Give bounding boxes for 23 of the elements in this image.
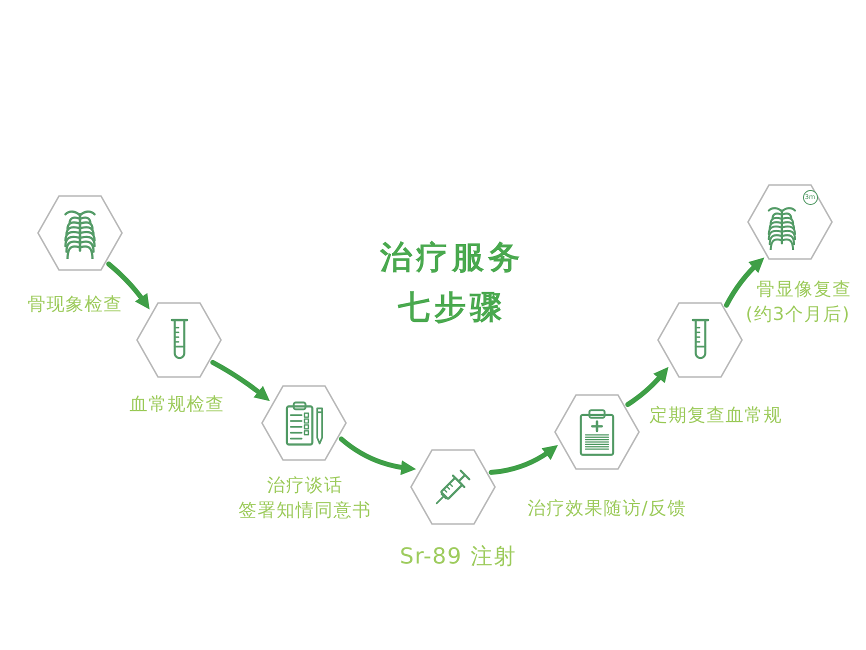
curved-arrow [210,360,270,402]
step-caption: 治疗效果随访/反馈 [527,498,687,520]
step-caption: Sr-89 注射 [400,543,516,571]
step-caption: 血常规检查 [130,394,224,416]
curved-arrow [106,262,150,310]
hexagon-step [410,449,496,525]
step-caption: 签署知情同意书 [238,500,372,522]
hexagon-step [261,385,347,461]
hexagon-step [37,195,123,271]
step-caption: 定期复查血常规 [650,404,782,428]
curved-arrow [625,366,669,407]
hexagon-step [657,302,743,378]
curved-arrow [338,436,416,475]
diagram-title: 治疗服务七步骤 [379,237,525,328]
step-caption: 骨显像复查 [756,278,852,302]
hexagon-step [747,184,833,260]
curved-arrow [724,257,764,308]
step-caption: (约3个月后) [746,304,850,326]
hexagon-step [136,302,222,378]
step-caption: 治疗谈话 [267,474,343,498]
curved-arrow [488,445,558,475]
hexagon-step [554,394,640,470]
step-caption: 骨现象检查 [28,294,122,316]
